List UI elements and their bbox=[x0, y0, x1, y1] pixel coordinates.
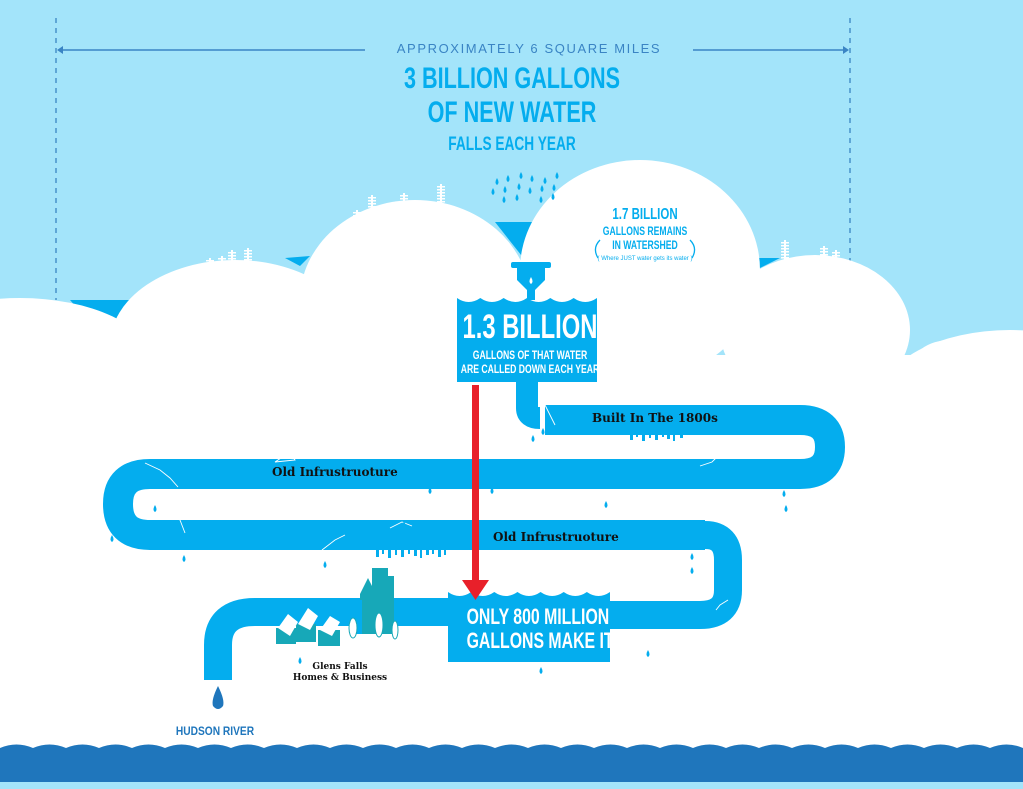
building-icons bbox=[354, 568, 394, 634]
rain-drop-icon bbox=[551, 193, 555, 200]
rain-drop-icon bbox=[495, 178, 499, 185]
watershed-note: ( Where JUST water gets its water ) bbox=[597, 256, 693, 262]
pipe-cracks bbox=[144, 404, 729, 611]
intake-line3: ARE CALLED DOWN EACH YEAR bbox=[460, 362, 600, 376]
delivery-box bbox=[448, 592, 611, 662]
intake-amount: 1.3 BILLION bbox=[462, 308, 598, 346]
water-drop-icon bbox=[110, 535, 114, 542]
water-drop-icon bbox=[531, 435, 535, 442]
rain-drop-icon bbox=[543, 177, 547, 184]
city-label-line1: Glens Falls bbox=[312, 662, 368, 672]
water-drop-icon bbox=[541, 428, 545, 435]
water-drop-icon bbox=[153, 505, 157, 512]
watershed-arrow-left-icon bbox=[594, 239, 601, 259]
water-drop-icon bbox=[690, 567, 694, 574]
water-drop-icon bbox=[733, 427, 737, 434]
rabbit-icon bbox=[682, 183, 696, 193]
rain-drop-icon bbox=[491, 188, 495, 195]
water-drop-icon bbox=[716, 593, 720, 600]
measure-arrowhead-right-icon bbox=[843, 46, 849, 54]
intake-box bbox=[457, 298, 597, 382]
water-drop-icon bbox=[539, 667, 543, 674]
rain-drop-icon bbox=[506, 175, 510, 182]
city-tree-icons bbox=[348, 612, 399, 640]
water-drop-icon bbox=[782, 490, 786, 497]
rain-drop-icon bbox=[517, 183, 521, 190]
pipe-label-built: Built In The 1800s bbox=[592, 411, 718, 425]
rain-drop-icon bbox=[539, 196, 543, 203]
red-arrow-icon bbox=[462, 385, 489, 600]
water-drop-icon bbox=[690, 553, 694, 560]
water-drop-icon bbox=[784, 505, 788, 512]
hudson-river bbox=[0, 744, 1023, 789]
pipe-label-old-2: Old Infrustruoture bbox=[493, 530, 619, 544]
water-drop-icon bbox=[182, 555, 186, 562]
tree-icon bbox=[371, 195, 373, 215]
watershed-line2: GALLONS REMAINS bbox=[602, 224, 688, 238]
water-drop-icon bbox=[323, 561, 327, 568]
watershed-arrow-right-icon bbox=[689, 239, 696, 259]
delivery-line2: GALLONS MAKE IT bbox=[466, 628, 614, 653]
water-drop-icon bbox=[604, 501, 608, 508]
rain-drop-icon bbox=[540, 185, 544, 192]
rain-drop-icon bbox=[502, 196, 506, 203]
measure-arrowhead-left-icon bbox=[57, 46, 63, 54]
rain-drop-icon bbox=[552, 184, 556, 191]
rain-drop-icon bbox=[515, 194, 519, 201]
water-drop-icon bbox=[490, 487, 494, 494]
pipe-label-old-1: Old Infrustruoture bbox=[272, 465, 398, 479]
water-drop-icon bbox=[402, 521, 406, 528]
headline-line2: OF NEW WATER bbox=[427, 96, 597, 129]
watershed-line3: IN WATERSHED bbox=[612, 238, 678, 252]
house-icons bbox=[276, 608, 340, 646]
city-label-line2: Homes & Business bbox=[292, 673, 388, 683]
rain-drop-icon bbox=[530, 175, 534, 182]
watershed-amount: 1.7 BILLION bbox=[612, 206, 678, 223]
water-drop-icon bbox=[298, 657, 302, 664]
measure-label: APPROXIMATELY 6 SQUARE MILES bbox=[396, 41, 662, 56]
pipe-system bbox=[103, 382, 845, 680]
rain-drop-icon bbox=[503, 186, 507, 193]
rain-drop-icon bbox=[519, 172, 523, 179]
water-drop-icon bbox=[646, 650, 650, 657]
delivery-line1: ONLY 800 MILLION bbox=[466, 604, 610, 629]
faucet-icon bbox=[511, 262, 551, 300]
rain-drops-icon bbox=[491, 172, 559, 203]
hudson-drop-icon bbox=[212, 686, 224, 709]
water-drop-icon bbox=[108, 519, 112, 526]
intake-line2: GALLONS OF THAT WATER bbox=[472, 348, 588, 362]
tree-icon bbox=[440, 184, 442, 204]
rain-drop-icon bbox=[555, 172, 559, 179]
cloud-hills bbox=[0, 160, 1023, 789]
headline-line1: 3 BILLION GALLONS bbox=[404, 62, 620, 95]
water-drop-icon bbox=[428, 487, 432, 494]
hudson-river-label: HUDSON RIVER bbox=[175, 724, 255, 738]
rain-drop-icon bbox=[528, 187, 532, 194]
water-drop-icons bbox=[108, 427, 788, 674]
icicle-drips bbox=[376, 432, 683, 558]
headline-line3: FALLS EACH YEAR bbox=[448, 134, 576, 155]
